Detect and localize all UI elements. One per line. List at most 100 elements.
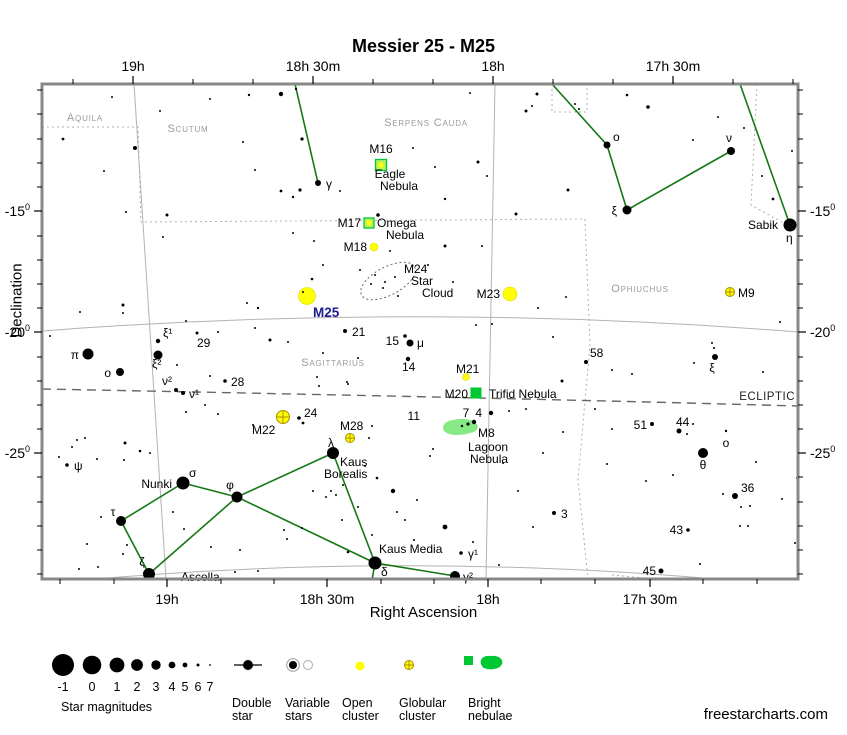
map-label: λ	[328, 436, 334, 450]
field-star	[749, 505, 751, 507]
star	[176, 476, 190, 490]
field-star	[300, 137, 304, 141]
field-star	[692, 139, 694, 141]
star	[698, 448, 708, 458]
star	[658, 568, 664, 574]
field-star	[443, 244, 447, 248]
field-star	[302, 291, 304, 293]
map-label: ν²	[162, 374, 172, 388]
star	[82, 348, 94, 360]
top-tick-label: 18h 30m	[286, 58, 340, 74]
field-star	[502, 462, 504, 464]
field-star	[552, 336, 554, 338]
map-label: γ¹	[468, 547, 478, 561]
field-star	[149, 452, 151, 454]
field-star	[562, 431, 564, 433]
field-star	[460, 424, 464, 428]
star	[343, 329, 347, 333]
map-label: 29	[197, 336, 211, 350]
field-star	[209, 98, 211, 100]
open-cluster-icon	[355, 661, 365, 671]
map-label: ξ	[612, 204, 618, 218]
star	[195, 331, 199, 335]
legend-item-label: cluster	[399, 709, 436, 723]
map-label: M21	[456, 362, 480, 376]
map-label: Trifid Nebula	[489, 387, 557, 401]
field-star	[79, 311, 81, 313]
field-star	[747, 525, 749, 527]
map-label: M28	[340, 419, 364, 433]
field-star	[125, 211, 127, 213]
map-label: 4	[475, 406, 482, 420]
map-label: 24	[304, 406, 318, 420]
star	[116, 516, 126, 526]
map-label: τ	[111, 505, 116, 519]
map-label: σ	[189, 466, 197, 480]
field-star	[123, 459, 125, 461]
dec-tick-label: -150	[5, 202, 30, 219]
field-star	[368, 437, 370, 439]
field-star	[159, 110, 161, 112]
field-star	[412, 147, 414, 149]
map-label: ψ	[74, 459, 83, 473]
field-star	[779, 321, 781, 323]
site-credit: freestarcharts.com	[703, 706, 828, 723]
field-star	[717, 116, 719, 118]
bright-nebula-icon	[480, 655, 503, 670]
legend-magnitude-value: 4	[169, 680, 176, 694]
legend-magnitude-dot	[131, 659, 143, 671]
dec-tick-label: -250	[810, 444, 835, 461]
field-star	[565, 296, 567, 298]
field-star	[122, 312, 124, 314]
map-label: Kaus	[340, 455, 367, 469]
map-label: M16	[369, 142, 393, 156]
variable-star-icon	[286, 658, 300, 672]
legend-caption: Star magnitudes	[61, 700, 152, 714]
map-label: o	[613, 130, 620, 144]
map-label: ν	[726, 131, 732, 145]
field-star	[122, 553, 124, 555]
field-star	[111, 96, 113, 98]
legend-magnitude-dot	[209, 664, 211, 666]
field-star	[357, 506, 359, 508]
field-star	[396, 511, 398, 513]
star	[783, 218, 797, 232]
constellation-label: Aquila	[67, 112, 103, 124]
field-star	[514, 212, 518, 216]
field-star	[49, 335, 51, 337]
map-label: η	[786, 231, 793, 245]
legend-magnitude-dot	[168, 661, 176, 669]
field-star	[517, 490, 519, 492]
open-cluster-symbol	[369, 242, 379, 252]
star	[174, 388, 178, 392]
star	[650, 422, 654, 426]
legend-item-label: cluster	[342, 709, 379, 723]
bottom-tick-label: 19h	[155, 591, 178, 607]
field-star	[791, 150, 793, 152]
map-layer	[42, 84, 798, 579]
field-star	[346, 550, 350, 554]
double-star-icon	[243, 660, 253, 670]
field-star	[312, 490, 314, 492]
constellation-label: Ophiuchus	[611, 283, 669, 295]
map-label: Nebula	[380, 179, 418, 193]
field-star	[347, 383, 349, 385]
map-label: 51	[634, 418, 648, 432]
field-star	[711, 342, 713, 344]
field-star	[254, 169, 256, 171]
field-star	[390, 488, 396, 494]
field-star	[339, 190, 341, 192]
field-star	[172, 511, 174, 513]
field-star	[364, 465, 366, 467]
star	[732, 493, 738, 499]
map-label: Star	[411, 274, 433, 288]
open-cluster-symbol	[462, 373, 470, 381]
field-star	[234, 571, 236, 573]
map-label: ξ¹	[163, 326, 172, 340]
field-star	[761, 175, 763, 177]
legend-magnitude-dot	[52, 654, 74, 676]
field-star	[693, 362, 695, 364]
field-star	[560, 379, 564, 383]
map-label: Cloud	[422, 286, 453, 300]
legend-magnitude-value: -1	[57, 680, 68, 694]
